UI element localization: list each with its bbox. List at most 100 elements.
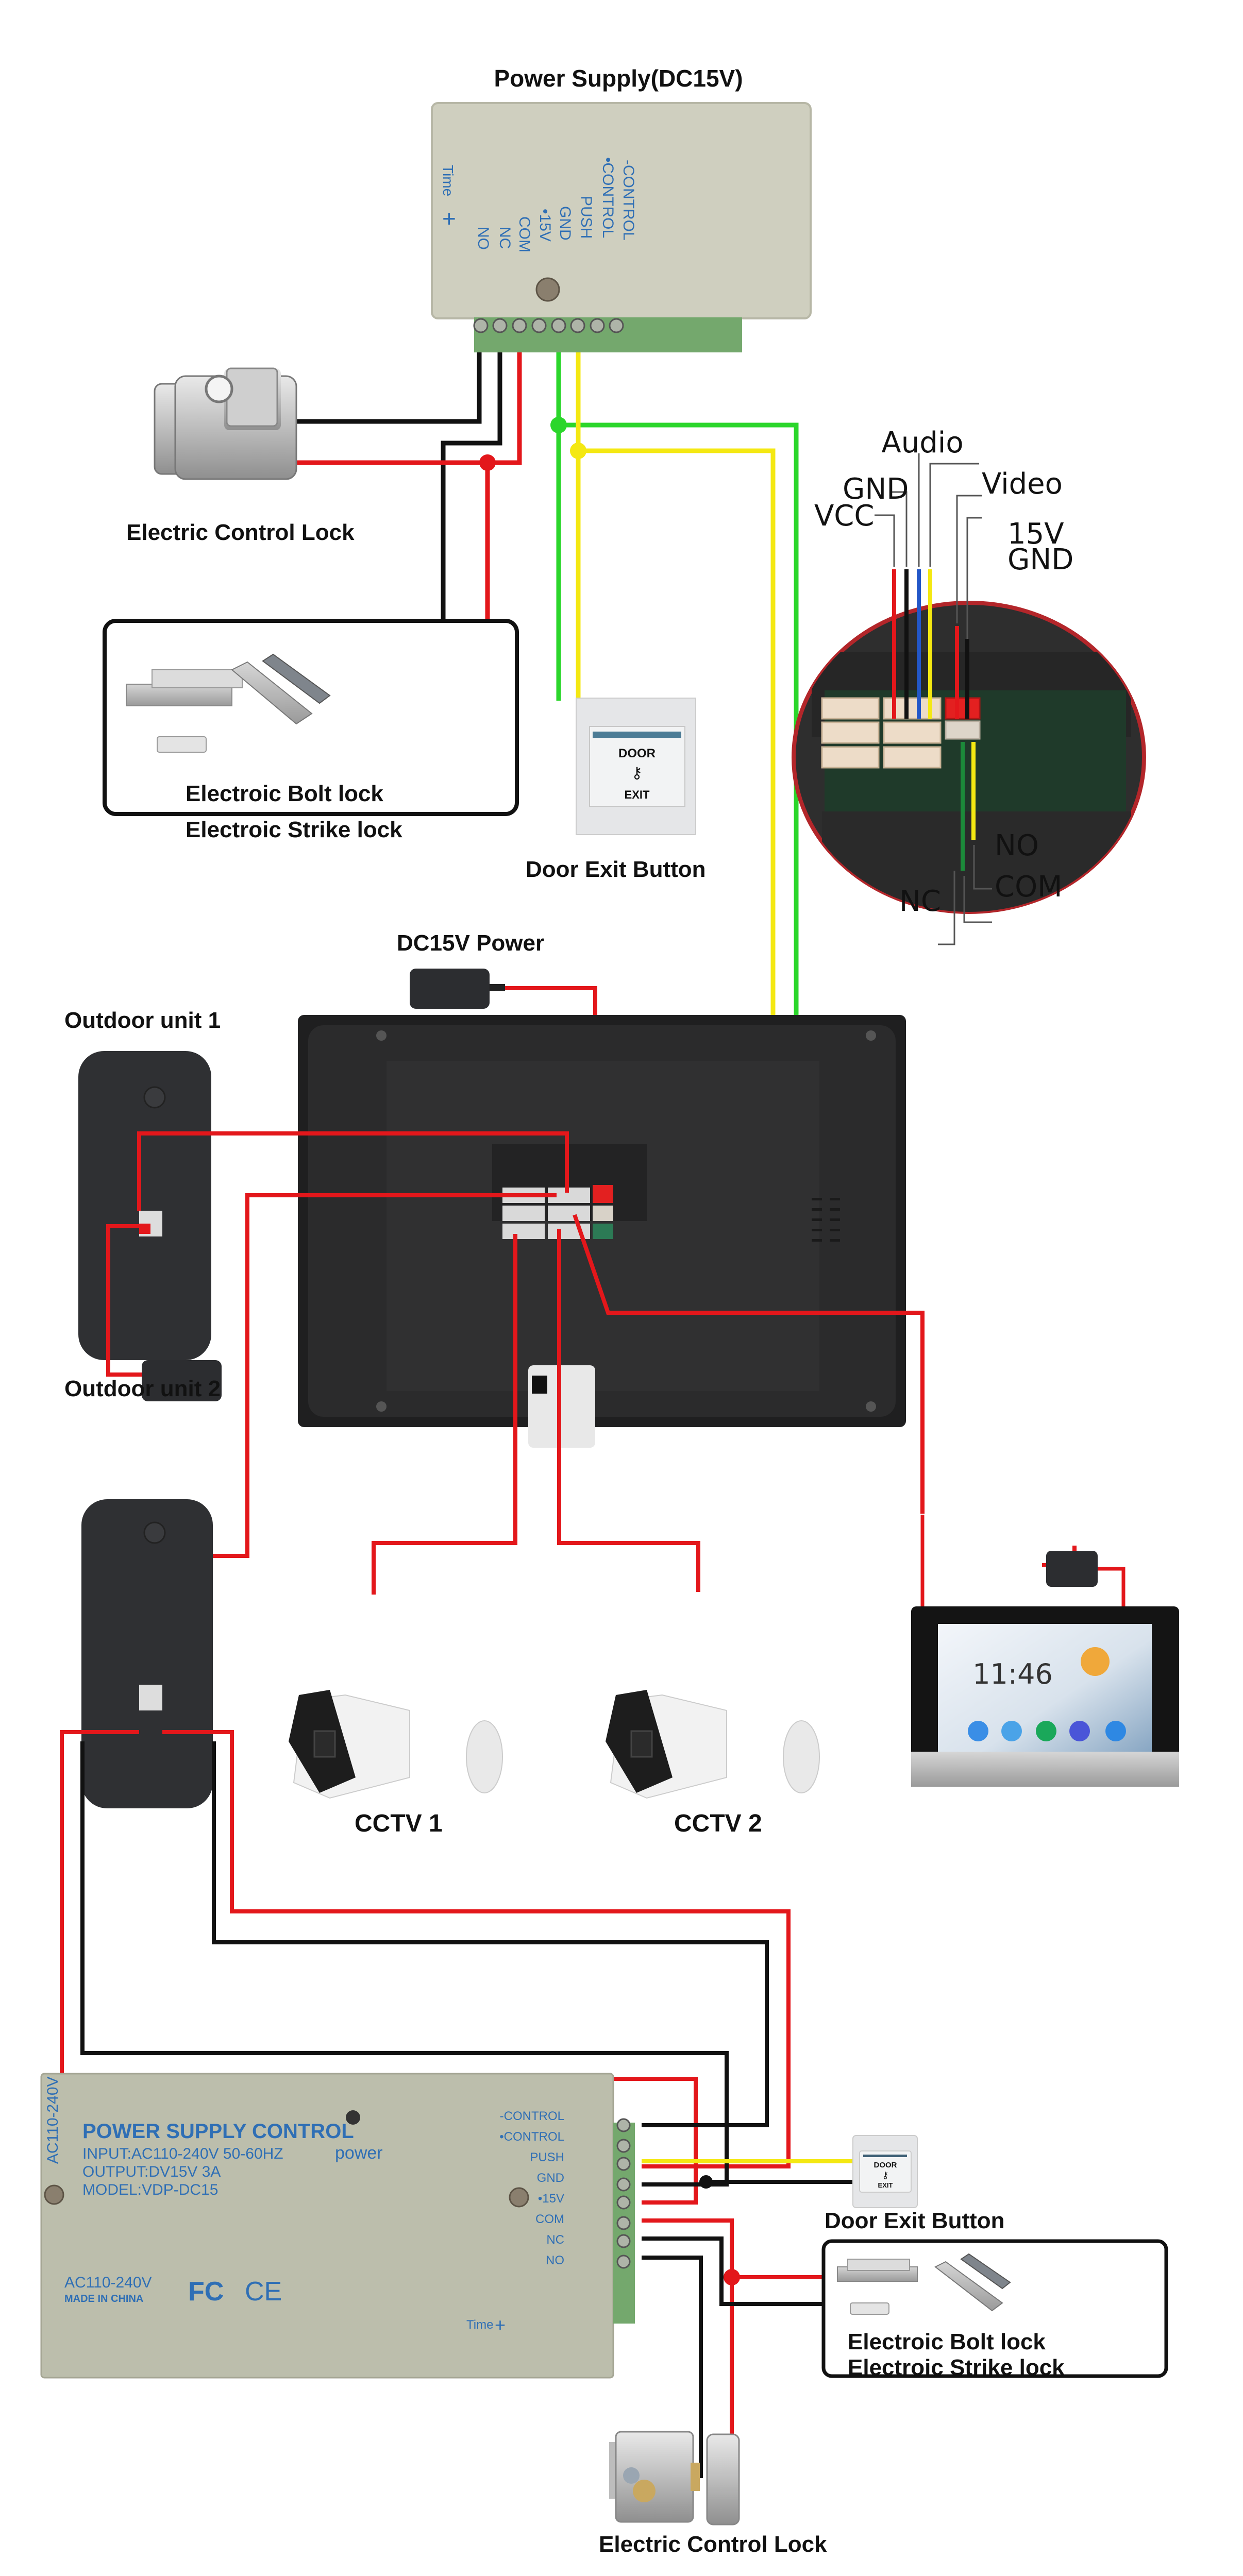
wire-junction [699, 2175, 713, 2189]
callout-lines [875, 453, 992, 945]
psu-title: POWER SUPPLY CONTROL [82, 2120, 354, 2143]
bolt-lock-label-bottom: Electroic Bolt lock [848, 2329, 1046, 2354]
top-psu-title: Power Supply(DC15V) [494, 65, 743, 92]
bottom-psu-terminal-labels: -CONTROL •CONTROL PUSH GND •15V COM NC N… [499, 2109, 564, 2267]
top-psu-terminal-labels: NO NC COM •15V GND PUSH •CONTROL -CONTRO… [475, 157, 637, 252]
nc-label: NC [899, 885, 941, 918]
monitor-sticker [528, 1365, 595, 1448]
svg-text:-CONTROL: -CONTROL [500, 2109, 564, 2123]
monitor-clock: 11:46 [972, 1658, 1053, 1690]
bolt-strike-box-top [103, 619, 519, 816]
ce-mark-icon: CE [245, 2277, 282, 2307]
connector-detail: Audio GND Video VCC 15V GND NO COM NC [792, 426, 1146, 945]
home-app-icon [1105, 1721, 1126, 1741]
wire-junction [724, 2269, 740, 2285]
exit-face-top-text: DOOR [618, 747, 656, 760]
svg-text:COM: COM [516, 216, 533, 252]
outdoor1-label: Outdoor unit 1 [64, 1008, 221, 1033]
no-label: NO [995, 829, 1039, 862]
weather-sun-icon [1081, 1647, 1110, 1676]
15v-label: 15V [1007, 517, 1064, 551]
svg-text:Time: Time [440, 165, 456, 196]
psu-side-label: AC110-240V [44, 2076, 61, 2164]
psu-time-label: Time [466, 2318, 493, 2332]
exit-face-bottom-text: EXIT [625, 788, 650, 801]
wire-junction [479, 454, 496, 471]
cctv-camera-2 [606, 1690, 820, 1799]
psu-model: MODEL:VDP-DC15 [82, 2181, 218, 2198]
key-icon: ⚷ [882, 2170, 888, 2180]
door-exit-label-bottom: Door Exit Button [825, 2208, 1005, 2233]
exit-face-bottom-text: EXIT [878, 2181, 893, 2189]
media-app-icon [1069, 1721, 1090, 1741]
svg-text:NC: NC [546, 2233, 564, 2247]
screw-icon [535, 277, 560, 302]
psu-made-in: MADE IN CHINA [64, 2293, 143, 2304]
svg-text:COM: COM [535, 2212, 564, 2226]
outdoor2-label: Outdoor unit 2 [64, 1376, 221, 1401]
screw-icon [509, 2187, 529, 2208]
psu-input: INPUT:AC110-240V 50-60HZ [82, 2145, 283, 2162]
svg-text:GND: GND [537, 2171, 564, 2185]
screw-icon [44, 2184, 64, 2205]
top-power-supply: Time + NO NC COM •15V GND PUSH •CONTROL … [431, 102, 812, 352]
exit-face-top-text: DOOR [874, 2161, 897, 2170]
electric-lock-label-bottom: Electric Control Lock [599, 2532, 827, 2557]
electric-control-lock-bottom [609, 2431, 740, 2526]
time-plus-icon: + [442, 205, 456, 232]
bolt-lock-label-top: Electroic Bolt lock [186, 781, 383, 806]
cctv2-label: CCTV 2 [674, 1810, 762, 1837]
second-monitor-power-wire [1098, 1567, 1126, 1606]
bottom-psu-terminal-screws [616, 2118, 631, 2269]
door-exit-button-top: DOOR ⚷ EXIT [576, 698, 696, 835]
audio-label: Audio [881, 426, 963, 460]
outdoor-unit-2 [81, 1499, 213, 1808]
vcc-label: VCC [814, 499, 875, 533]
time-plus-icon: + [495, 2314, 506, 2335]
cctv-camera-1 [289, 1690, 503, 1799]
svg-text:-CONTROL: -CONTROL [620, 160, 637, 241]
dc15v-power-label: DC15V Power [397, 930, 544, 956]
svg-text:•CONTROL: •CONTROL [599, 157, 616, 238]
key-icon: ⚷ [631, 765, 643, 782]
fc-mark-icon: FC [188, 2277, 224, 2307]
door-exit-button-bottom: DOOR ⚷ EXIT [852, 2135, 918, 2208]
strike-lock-label-bottom: Electroic Strike lock [848, 2355, 1065, 2380]
outdoor1-adapter [142, 1360, 222, 1401]
second-monitor-adapter [1046, 1551, 1098, 1587]
svg-text:NC: NC [496, 227, 513, 249]
outdoor-unit-1 [78, 1051, 211, 1360]
svg-text:NO: NO [475, 227, 492, 250]
svg-text:PUSH: PUSH [578, 196, 595, 239]
phone-app-icon [1036, 1721, 1056, 1741]
svg-text:•15V: •15V [536, 209, 553, 242]
psu-power-label: power [335, 2143, 383, 2163]
svg-text:PUSH: PUSH [530, 2150, 564, 2164]
bolt-strike-box-bottom [821, 2239, 1168, 2378]
psu-output: OUTPUT:DV15V 3A [82, 2163, 221, 2180]
bottom-power-supply: AC110-240V POWER SUPPLY CONTROL INPUT:AC… [40, 2073, 635, 2379]
svg-text:•15V: •15V [538, 2192, 564, 2206]
cctv-app-icon [1001, 1721, 1022, 1741]
cctv1-label: CCTV 1 [355, 1810, 443, 1837]
wire-junction [570, 443, 586, 459]
dc15v-adapter [410, 969, 505, 1009]
time-label: Time [440, 165, 456, 196]
connector-sockets [821, 697, 981, 769]
second-monitor: 11:46 [911, 1606, 1179, 1787]
connector-wires [892, 569, 976, 871]
svg-text:•CONTROL: •CONTROL [499, 2130, 564, 2144]
video-label: Video [982, 467, 1063, 501]
svg-text:AC110-240V: AC110-240V [44, 2076, 61, 2164]
gnd-label-left: GND [843, 472, 909, 506]
svg-text:NO: NO [546, 2253, 564, 2267]
top-psu-terminal-screws [473, 318, 624, 333]
svg-text:GND: GND [557, 206, 574, 241]
power-led-icon [346, 2110, 360, 2125]
electric-control-lock-top [154, 367, 297, 480]
door-exit-label-top: Door Exit Button [526, 857, 706, 882]
psu-bottom-voltage: AC110-240V [64, 2274, 152, 2291]
com-label: COM [995, 870, 1063, 904]
electric-lock-label-top: Electric Control Lock [126, 520, 355, 545]
